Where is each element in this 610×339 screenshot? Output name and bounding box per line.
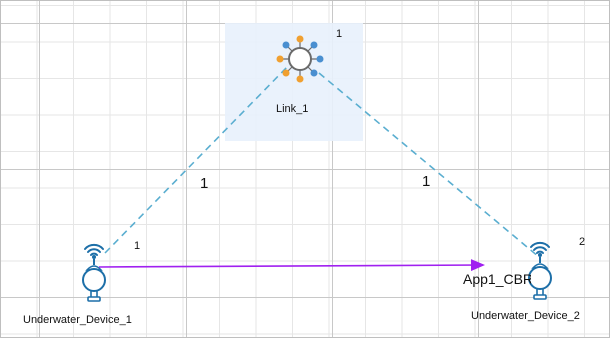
device-2-label: Underwater_Device_2	[471, 310, 580, 322]
application-label-clip: App1_CBR	[463, 271, 531, 291]
link-id-badge: 1	[336, 28, 343, 40]
link-selection-highlight	[225, 23, 363, 141]
application-flow-line[interactable]	[98, 259, 485, 272]
device-1-id-badge: 1	[134, 240, 141, 252]
grid-line	[1, 169, 609, 170]
link-label: Link_1	[276, 103, 309, 115]
link-line-device-2[interactable]	[318, 72, 540, 258]
underwater-device-1-node[interactable]	[79, 238, 109, 306]
link-edge-label-right: 1	[422, 173, 431, 190]
link-line-device-1[interactable]	[104, 62, 292, 254]
underwater-device-icon	[82, 243, 106, 302]
application-label[interactable]: App1_CBR	[463, 271, 531, 287]
underwater-device-2-node[interactable]	[525, 236, 555, 304]
device-1-label: Underwater_Device_1	[23, 314, 132, 326]
underwater-device-icon	[528, 241, 552, 300]
hub-icon	[276, 35, 324, 83]
link-node[interactable]	[275, 34, 325, 84]
link-edge-label-left: 1	[200, 175, 209, 192]
device-2-id-badge: 2	[579, 236, 586, 248]
grid-line	[1, 297, 609, 298]
